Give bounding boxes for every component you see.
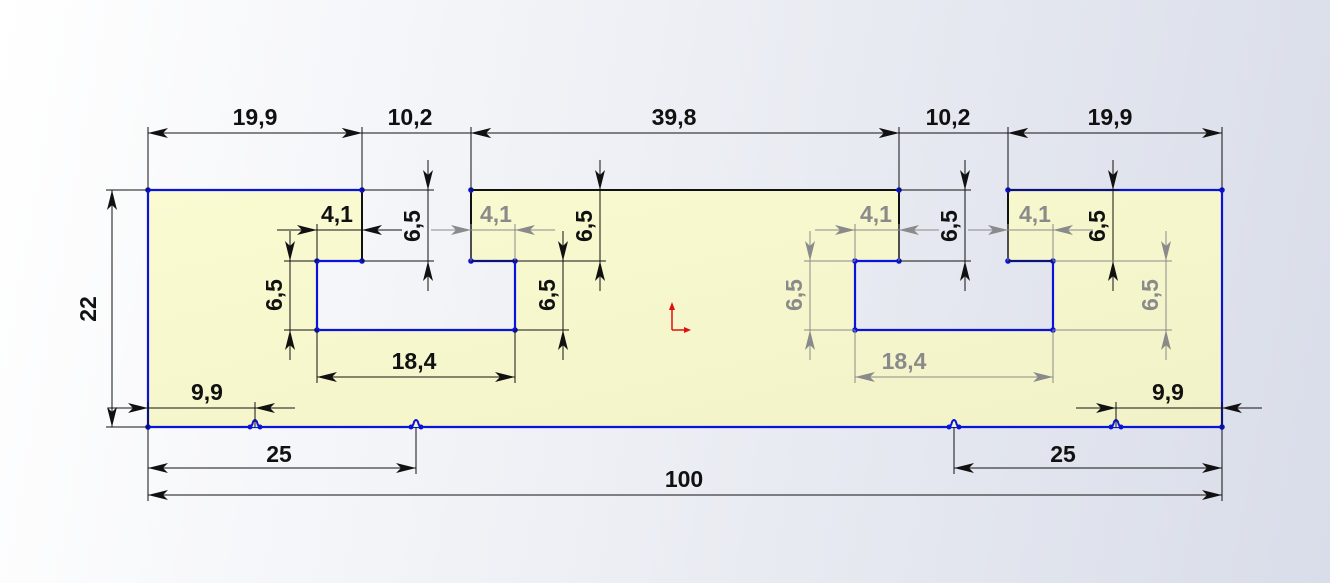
dimension-left-25[interactable]: 25 [147,427,417,474]
dimension-depth-1[interactable]: 6,5 [362,160,434,291]
dimension-value[interactable]: 10,2 [926,104,971,130]
dimension-depth-3[interactable]: 6,5 [899,160,971,291]
dimension-value[interactable]: 4,1 [480,201,512,227]
dimension-top-left-width[interactable]: 19,9 [147,104,363,190]
dimension-value[interactable]: 6,5 [1137,279,1163,311]
dimension-slot-h-1[interactable]: 6,5 [261,231,317,360]
dimension-value[interactable]: 22 [75,296,101,322]
dimension-value[interactable]: 18,4 [882,348,927,374]
origin-icon [669,302,691,333]
dimension-value[interactable]: 39,8 [652,104,697,130]
dimension-top-left-gap[interactable]: 10,2 [322,104,511,190]
dimension-value[interactable]: 6,5 [571,210,597,242]
dimension-right-25[interactable]: 25 [953,427,1223,474]
dimension-slot-h-2[interactable]: 6,5 [515,231,569,360]
dimension-value[interactable]: 9,9 [1152,379,1184,405]
bottom-edge-notches [247,419,1124,430]
dimension-slot-right-width[interactable]: 18,4 [854,330,1054,383]
dimension-depth-2[interactable]: 6,5 [471,160,606,291]
dimension-value[interactable]: 19,9 [1088,104,1133,130]
dimension-top-right-gap[interactable]: 10,2 [859,104,1048,190]
dimension-overall-width[interactable]: 100 [147,427,1223,501]
dimension-value[interactable]: 19,9 [233,104,278,130]
dimension-value[interactable]: 4,1 [1019,201,1051,227]
dimensions: 19,9 10,2 39,8 10,2 19,9 9,9 9,9 25 25 100 18,4 18,… [75,104,1262,501]
sketch-point[interactable] [1118,424,1124,430]
dimension-bottom-right-offset[interactable]: 9,9 [1076,379,1262,427]
dimension-value[interactable]: 9,9 [191,379,223,405]
dimension-slot-left-width[interactable]: 18,4 [316,330,516,383]
dimension-top-middle-width[interactable]: 39,8 [470,104,900,190]
dimension-value[interactable]: 100 [665,466,703,492]
sketch-point[interactable] [418,424,424,430]
dimension-value[interactable]: 10,2 [388,104,433,130]
dimension-value[interactable]: 6,5 [1084,210,1110,242]
dimension-lip-right-b[interactable]: 4,1 [968,201,1093,261]
dimension-value[interactable]: 25 [1050,441,1076,467]
sketch-point[interactable] [946,424,952,430]
dimension-slot-h-3[interactable]: 6,5 [781,231,855,360]
dimension-top-right-width[interactable]: 19,9 [1007,104,1223,190]
sketch-point[interactable] [247,424,253,430]
dimension-value[interactable]: 4,1 [321,201,353,227]
sketch-point[interactable] [956,424,962,430]
dimension-value[interactable]: 25 [266,441,292,467]
dimension-lip-left-a[interactable]: 4,1 [277,201,402,261]
dimension-value[interactable]: 6,5 [936,210,962,242]
profile-fill [148,190,1222,427]
dimension-lip-right-a[interactable]: 4,1 [815,201,939,261]
sketch-point[interactable] [408,424,414,430]
dimension-lip-left-b[interactable]: 4,1 [431,201,555,261]
dimension-value[interactable]: 6,5 [534,279,560,311]
dimension-value[interactable]: 4,1 [860,201,892,227]
dimension-depth-4[interactable]: 6,5 [1008,160,1119,291]
dimension-value[interactable]: 6,5 [781,279,807,311]
dimension-slot-h-4[interactable]: 6,5 [1053,231,1172,360]
sketch-point[interactable] [1108,424,1114,430]
dimension-value[interactable]: 6,5 [399,210,425,242]
dimension-bottom-left-offset[interactable]: 9,9 [108,379,295,427]
dimension-value[interactable]: 18,4 [392,348,437,374]
dimension-overall-height[interactable]: 22 [75,189,148,428]
sketch-profile[interactable] [145,187,1225,430]
dimension-value[interactable]: 6,5 [261,279,287,311]
sketch-point[interactable] [257,424,263,430]
